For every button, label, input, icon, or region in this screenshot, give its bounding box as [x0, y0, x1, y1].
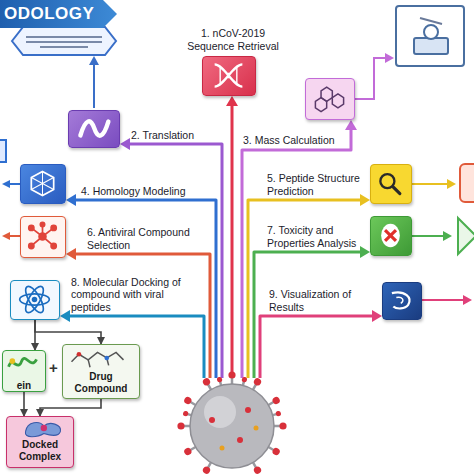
- drug-box: Drug Compound: [62, 344, 140, 399]
- prot-icon: [3, 351, 44, 375]
- step-label: 2. Translation: [131, 129, 219, 142]
- step-label: 3. Mass Calculation: [243, 134, 347, 147]
- mol-icon: [306, 79, 353, 118]
- branch-arrowheads: [60, 96, 382, 322]
- flow-arrow: [40, 399, 101, 416]
- step-label: 8. Molecular Docking of compound with vi…: [71, 276, 199, 314]
- ds-icon: [383, 283, 420, 318]
- step-label: 4. Homology Modeling: [81, 185, 211, 198]
- flow-arrow: [23, 392, 25, 416]
- docked-complex-box: Docked Complex: [6, 416, 74, 468]
- step-icon-box: 5. Peptide Structure Prediction: [370, 164, 412, 204]
- text-wrap: Docked Complex: [7, 439, 73, 464]
- step-branches: [68, 102, 374, 378]
- box-text: ein: [14, 380, 34, 392]
- step-label: 9. Visualization of Results: [269, 288, 369, 314]
- lens-icon: [371, 165, 410, 202]
- step-label: 7. Toxicity and Properties Analysis: [267, 224, 365, 250]
- step-icon-box: 9. Visualization of Results: [382, 282, 422, 320]
- virus-illustration: [177, 371, 286, 474]
- text-wrap: Drug Compound: [63, 371, 139, 396]
- flow-arrow: [35, 320, 101, 344]
- ribbon-icon: [69, 111, 118, 146]
- step-icon-box: 2. Translation: [68, 110, 120, 148]
- step-icon-box: 3. Mass Calculation: [305, 78, 355, 120]
- step-label: 6. Antiviral Compound Selection: [87, 226, 197, 252]
- text-wrap: ein: [3, 375, 45, 393]
- redmol-icon: [21, 217, 64, 256]
- sequence-hexagon: [12, 27, 116, 108]
- dock-icon: [7, 417, 66, 439]
- hex-icon: [21, 165, 64, 202]
- title: ODOLOGY: [0, 0, 112, 28]
- side-arrows: [0, 6, 474, 305]
- box-text: Docked Complex: [7, 439, 73, 462]
- drug-icon: [63, 345, 132, 371]
- atom-icon: [11, 281, 58, 318]
- tox-icon: [371, 217, 410, 254]
- box-text: Drug Compound: [63, 371, 139, 394]
- step-icon-box: 4. Homology Modeling: [20, 164, 66, 204]
- dna-icon: [203, 57, 254, 94]
- step-icon-box: 7. Toxicity and Properties Analysis: [370, 216, 412, 256]
- protein-box: ein: [2, 350, 46, 392]
- title-banner: ODOLOGY: [0, 0, 117, 28]
- step-icon-box: 8. Molecular Docking of compound with vi…: [10, 280, 60, 320]
- step-label: 5. Peptide Structure Prediction: [267, 172, 365, 198]
- step-icon-box: 1. nCoV-2019 Sequence Retrieval: [202, 56, 256, 96]
- step-icon-box: 6. Antiviral Compound Selection: [20, 216, 66, 258]
- step-label: 1. nCoV-2019 Sequence Retrieval: [186, 27, 280, 53]
- plus-sign: +: [49, 360, 58, 375]
